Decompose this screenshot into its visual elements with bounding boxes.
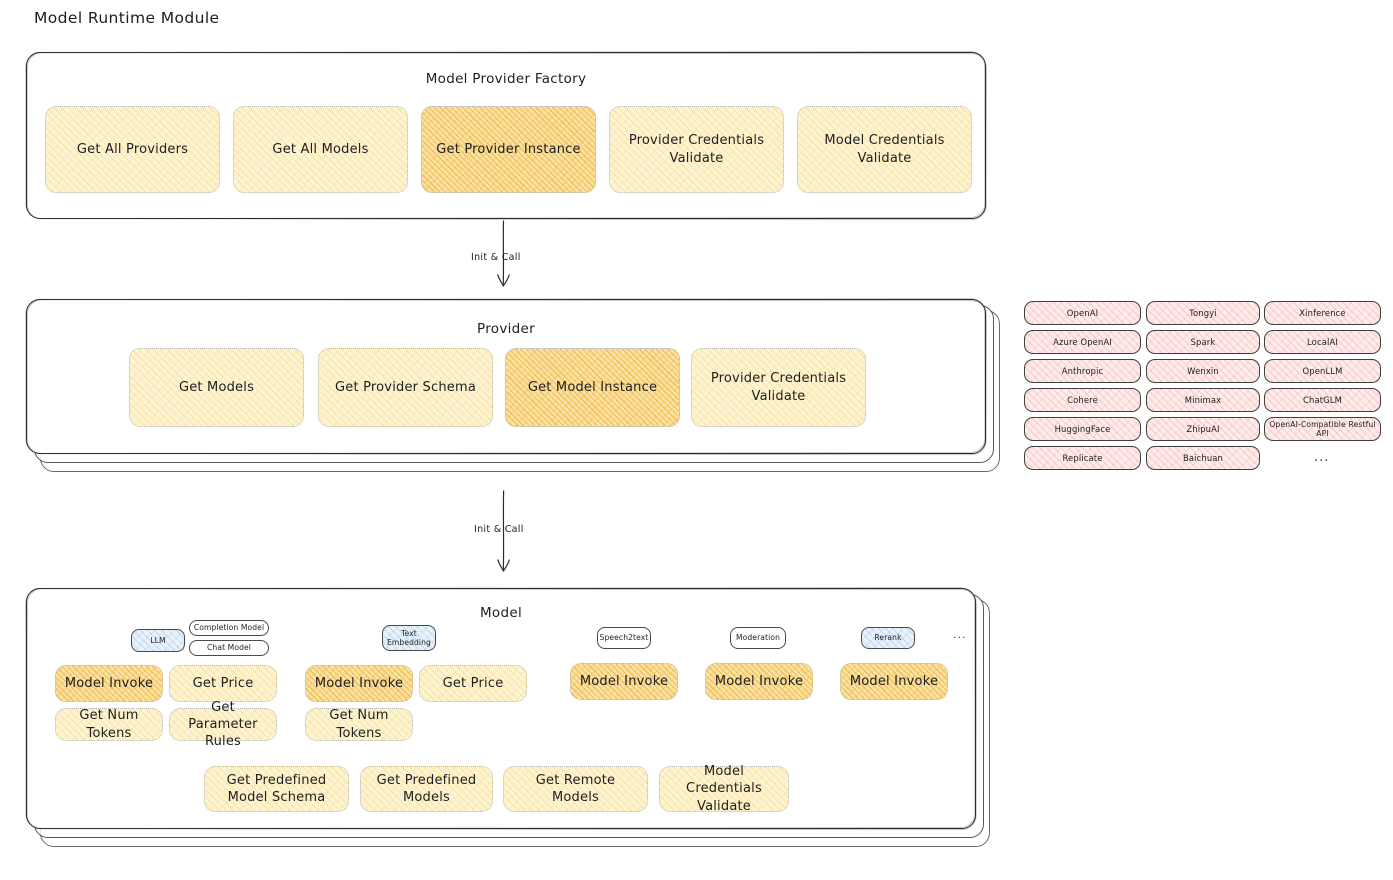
provider-node-get-provider-schema[interactable]: Get Provider Schema bbox=[318, 348, 493, 427]
factory-node-get-all-providers[interactable]: Get All Providers bbox=[45, 106, 220, 193]
model-type-chip-rerank[interactable]: Rerank bbox=[861, 627, 915, 649]
provider-chip-chatglm[interactable]: ChatGLM bbox=[1264, 388, 1381, 412]
arrow-label-init-and-call-1: Init & Call bbox=[471, 252, 521, 263]
provider-chip-replicate[interactable]: Replicate bbox=[1024, 446, 1141, 470]
arrow-provider-to-model bbox=[478, 490, 538, 585]
provider-chip-azure-openai[interactable]: Azure OpenAI bbox=[1024, 330, 1141, 354]
model-type-chip-text-embedding[interactable]: Text Embedding bbox=[382, 625, 436, 651]
page-title: Model Runtime Module bbox=[34, 9, 220, 27]
llm-method-get-num-tokens[interactable]: Get Num Tokens bbox=[55, 708, 163, 741]
model-provider-factory-panel: Model Provider Factory Get All Providers… bbox=[26, 52, 986, 219]
model-subtype-chip-chat-model[interactable]: Chat Model bbox=[189, 640, 269, 656]
provider-chip-spark[interactable]: Spark bbox=[1146, 330, 1260, 354]
provider-chip-openai[interactable]: OpenAI bbox=[1024, 301, 1141, 325]
provider-node-get-models[interactable]: Get Models bbox=[129, 348, 304, 427]
model-subtype-chip-completion-model[interactable]: Completion Model bbox=[189, 620, 269, 636]
model-common-method-model-credentials-validate[interactable]: Model Credentials Validate bbox=[659, 764, 789, 814]
arrow-2-icon bbox=[497, 490, 510, 572]
provider-chip-tongyi[interactable]: Tongyi bbox=[1146, 301, 1260, 325]
moderation-method-model-invoke[interactable]: Model Invoke bbox=[705, 663, 813, 700]
factory-node-get-all-models[interactable]: Get All Models bbox=[233, 106, 408, 193]
llm-method-model-invoke[interactable]: Model Invoke bbox=[55, 665, 163, 702]
model-provider-factory-title: Model Provider Factory bbox=[425, 71, 587, 87]
provider-chip-localai[interactable]: LocalAI bbox=[1264, 330, 1381, 354]
llm-method-get-price[interactable]: Get Price bbox=[169, 665, 277, 702]
provider-chip-minimax[interactable]: Minimax bbox=[1146, 388, 1260, 412]
model-panel: Model LLM Completion Model Chat Model Mo… bbox=[26, 588, 976, 829]
arrow-1-icon bbox=[497, 220, 510, 287]
provider-chip-anthropic[interactable]: Anthropic bbox=[1024, 359, 1141, 383]
arrow-label-init-and-call-2: Init & Call bbox=[474, 524, 524, 535]
provider-list: OpenAI Azure OpenAI Anthropic Cohere Hug… bbox=[1024, 300, 1384, 475]
arrow-factory-to-provider bbox=[478, 220, 538, 300]
provider-chip-wenxin[interactable]: Wenxin bbox=[1146, 359, 1260, 383]
provider-chip-zhipuai[interactable]: ZhipuAI bbox=[1146, 417, 1260, 441]
provider-chip-cohere[interactable]: Cohere bbox=[1024, 388, 1141, 412]
model-type-chip-speech2text[interactable]: Speech2text bbox=[597, 627, 651, 649]
model-type-chip-llm[interactable]: LLM bbox=[131, 629, 185, 652]
provider-title: Provider bbox=[477, 321, 535, 337]
provider-chip-huggingface[interactable]: HuggingFace bbox=[1024, 417, 1141, 441]
factory-node-get-provider-instance[interactable]: Get Provider Instance bbox=[421, 106, 596, 193]
text-embedding-method-get-num-tokens[interactable]: Get Num Tokens bbox=[305, 708, 413, 741]
model-types-more: ... bbox=[953, 628, 967, 641]
text-embedding-method-model-invoke[interactable]: Model Invoke bbox=[305, 665, 413, 702]
model-common-method-get-remote-models[interactable]: Get Remote Models bbox=[503, 766, 648, 812]
llm-method-get-parameter-rules[interactable]: Get Parameter Rules bbox=[169, 700, 277, 749]
provider-panel: Provider Get Models Get Provider Schema … bbox=[26, 299, 986, 454]
provider-chip-openllm[interactable]: OpenLLM bbox=[1264, 359, 1381, 383]
provider-list-more: ... bbox=[1314, 450, 1330, 465]
speech2text-method-model-invoke[interactable]: Model Invoke bbox=[570, 663, 678, 700]
provider-chip-openai-compatible-restful-api[interactable]: OpenAI-Compatible Restful API bbox=[1264, 417, 1381, 441]
provider-chip-xinference[interactable]: Xinference bbox=[1264, 301, 1381, 325]
factory-node-provider-credentials-validate[interactable]: Provider Credentials Validate bbox=[609, 106, 784, 193]
rerank-method-model-invoke[interactable]: Model Invoke bbox=[840, 663, 948, 700]
model-title: Model bbox=[479, 605, 523, 621]
model-common-method-get-predefined-model-schema[interactable]: Get Predefined Model Schema bbox=[204, 766, 349, 812]
model-common-method-get-predefined-models[interactable]: Get Predefined Models bbox=[360, 766, 493, 812]
factory-node-model-credentials-validate[interactable]: Model Credentials Validate bbox=[797, 106, 972, 193]
model-type-chip-moderation[interactable]: Moderation bbox=[730, 627, 786, 649]
provider-chip-baichuan[interactable]: Baichuan bbox=[1146, 446, 1260, 470]
provider-node-get-model-instance[interactable]: Get Model Instance bbox=[505, 348, 680, 427]
text-embedding-method-get-price[interactable]: Get Price bbox=[419, 665, 527, 702]
provider-node-provider-credentials-validate[interactable]: Provider Credentials Validate bbox=[691, 348, 866, 427]
